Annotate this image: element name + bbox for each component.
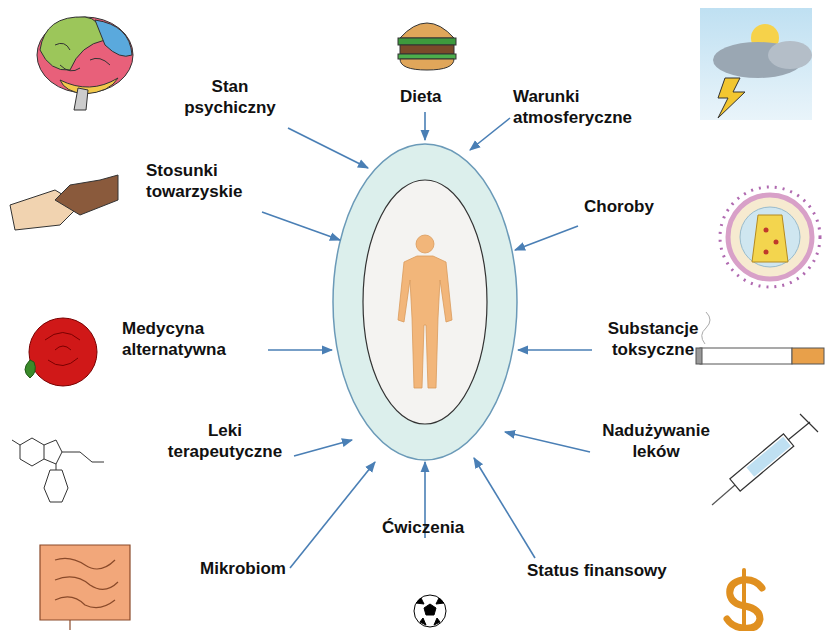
syringe-icon [746, 437, 790, 477]
arrow-lines [518, 349, 592, 351]
molecule-icon [12, 438, 104, 502]
factor-label: Choroby [584, 196, 654, 217]
burger-icon [398, 54, 456, 59]
factor-label: Leki terapeutyczne [160, 420, 290, 462]
molecule-icon [44, 440, 62, 464]
dollar-icon [742, 570, 746, 630]
syringe-icon [712, 414, 818, 505]
factor-label: Warunki atmosferyczne [513, 86, 633, 128]
factor-label: Nadużywanie leków [596, 420, 716, 462]
cigarette-icon [696, 312, 824, 364]
syringe-icon [788, 414, 818, 440]
arrow-lines [288, 128, 368, 168]
body-oval [333, 144, 517, 460]
cigarette-icon [696, 348, 702, 364]
burger-icon [398, 23, 456, 70]
arrow-lines [262, 112, 592, 568]
brain-icon [95, 20, 132, 56]
dollar-icon [727, 570, 762, 630]
weather-icon [718, 78, 745, 118]
arrow-lines [268, 349, 332, 351]
human-figure [416, 235, 434, 253]
virus-icon [728, 195, 812, 279]
arrow-lines [294, 440, 352, 456]
body-oval [333, 144, 517, 460]
virus-icon [764, 250, 769, 255]
brain-icon [60, 78, 118, 94]
cigarette-icon [702, 312, 710, 344]
brain-icon [37, 17, 133, 110]
virus-icon [752, 215, 788, 262]
handshake-icon [55, 175, 118, 215]
rose-icon [29, 318, 97, 386]
virus-icon [764, 228, 769, 233]
weather-icon [768, 41, 812, 69]
burger-icon [400, 59, 454, 70]
arrow-lines [505, 432, 590, 452]
virus-icon [774, 240, 779, 245]
factor-label: Dieta [400, 86, 442, 107]
syringe-icon [712, 485, 735, 505]
weather-icon [700, 8, 812, 120]
molecule-icon [44, 470, 68, 502]
virus-icon [740, 207, 800, 267]
factor-label: Stan psychiczny [182, 76, 278, 118]
brain-icon [55, 43, 110, 71]
body-oval [363, 180, 487, 424]
molecule-icon [20, 438, 44, 466]
arrow-lines [474, 458, 535, 558]
factor-label: Ćwiczenia [382, 517, 464, 538]
intestine-icon [40, 545, 130, 630]
arrow-lines [515, 226, 578, 250]
weather-icon [700, 8, 812, 120]
soccer-ball-icon [414, 595, 446, 627]
intestine-icon [55, 558, 118, 607]
soccer-ball-icon [416, 598, 444, 625]
virus-icon [720, 187, 820, 287]
factor-label: Stosunki towarzyskie [146, 160, 256, 202]
human-figure [398, 256, 452, 388]
brain-icon [74, 88, 88, 110]
arrow-lines [424, 112, 426, 140]
brain-icon [37, 17, 133, 93]
factor-label: Status finansowy [527, 560, 667, 581]
rose-icon [45, 333, 80, 366]
virus-icon [720, 187, 820, 287]
burger-icon [400, 23, 454, 38]
arrow-lines [262, 212, 340, 240]
factor-label: Medycyna alternatywna [122, 318, 262, 360]
rose-icon [25, 360, 35, 378]
soccer-ball-icon [424, 604, 436, 615]
factor-label: Substancje toksyczne [598, 318, 708, 360]
burger-icon [398, 38, 456, 45]
factor-label: Mikrobiom [200, 558, 286, 579]
brain-icon [40, 17, 105, 70]
arrow-lines [290, 462, 375, 568]
cigarette-icon [700, 348, 792, 364]
rose-icon [25, 318, 97, 386]
intestine-icon [40, 545, 130, 620]
human-figure [398, 235, 452, 388]
burger-icon [400, 45, 454, 54]
molecule-icon [62, 452, 104, 462]
soccer-ball-icon [414, 595, 446, 627]
syringe-icon [730, 434, 794, 491]
molecule-icon [12, 440, 56, 470]
handshake-icon [10, 175, 118, 230]
arrow-lines [470, 118, 510, 150]
intestine-icon [69, 620, 70, 630]
cigarette-icon [792, 348, 824, 364]
